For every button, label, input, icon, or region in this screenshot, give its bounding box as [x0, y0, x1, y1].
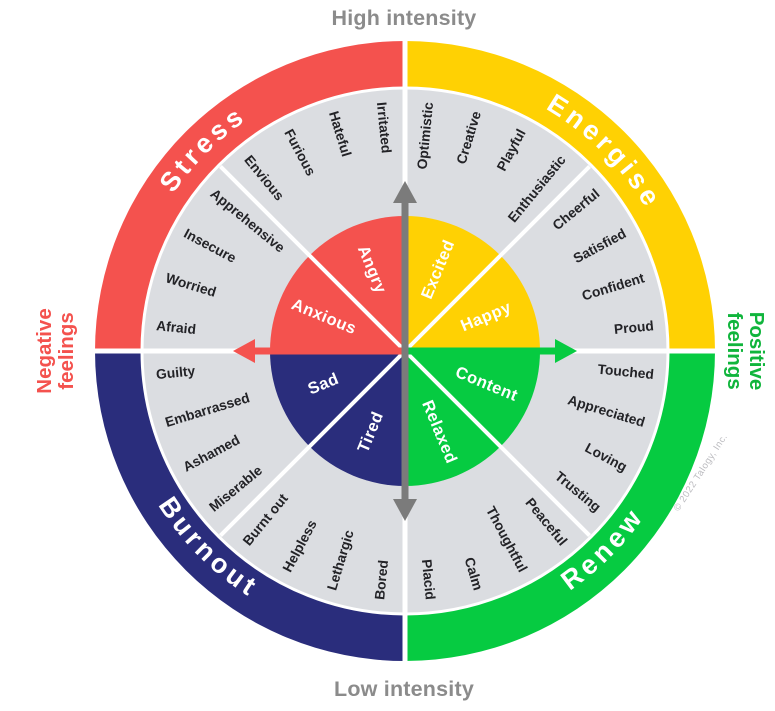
band-burnout	[95, 351, 405, 661]
emotion-label-optimistic: Optimistic	[415, 101, 437, 170]
negative-feelings-label: Negative feelings	[32, 308, 78, 394]
diagonal-divider	[219, 349, 407, 537]
intensity-arrow-head-up	[393, 181, 417, 203]
emotion-label-irritated: Irritated	[374, 101, 394, 154]
positive-feelings-label: Positive feelings	[723, 311, 769, 391]
band-stress	[95, 41, 405, 351]
band-renew	[405, 351, 715, 661]
low-intensity-label: Low intensity	[334, 677, 474, 701]
band-energise	[405, 41, 715, 351]
positive-arrow-head	[555, 339, 577, 363]
emotion-label-bored: Bored	[372, 559, 391, 600]
negative-arrow-head	[233, 339, 255, 363]
emotion-label-placid: Placid	[419, 559, 438, 601]
diagonal-divider	[403, 165, 591, 353]
emotion-label-guilty: Guilty	[155, 363, 196, 382]
intensity-arrow-head-down	[393, 499, 417, 521]
diagonal-divider	[403, 349, 591, 537]
emotion-label-proud: Proud	[613, 318, 654, 337]
diagonal-divider	[219, 165, 407, 353]
high-intensity-label: High intensity	[331, 6, 477, 30]
emotion-label-touched: Touched	[597, 362, 655, 382]
emotion-label-afraid: Afraid	[156, 318, 197, 337]
